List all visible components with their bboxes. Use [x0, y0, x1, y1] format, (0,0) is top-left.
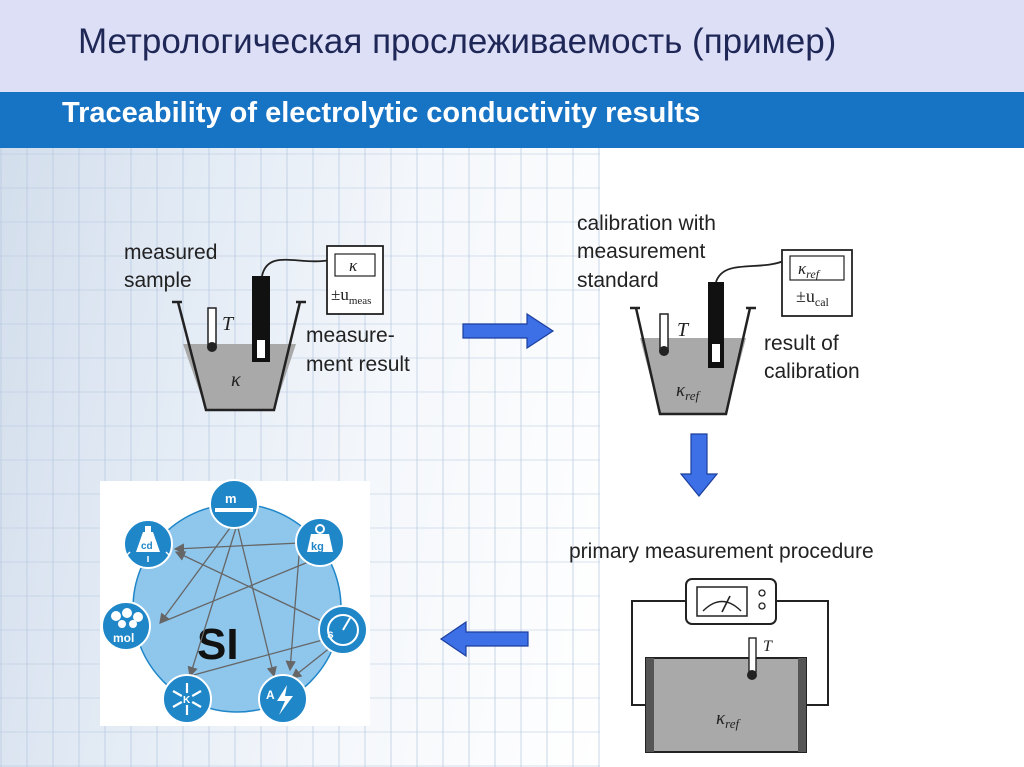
snowflake-icon: K: [162, 674, 212, 724]
temp-symbol-1: T: [222, 313, 235, 335]
current-icon: A: [258, 674, 308, 724]
meter-unc-sub-1: meas: [349, 295, 372, 307]
meter-2: κref ±ucal: [781, 249, 853, 317]
si-unit-label: cd: [141, 541, 153, 552]
probe-cable-1: [261, 258, 331, 277]
liquid-symbol-1: κ: [231, 369, 241, 391]
calres-label-line1: result of: [764, 332, 839, 355]
molecule-icon: mol: [101, 601, 151, 651]
cal-label-line2: measurement: [577, 240, 706, 263]
step2-group: calibration with measurement standard T …: [577, 212, 860, 416]
slide-title: Метрологическая прослеживаемость (пример…: [78, 22, 837, 61]
temp-symbol-2: T: [677, 319, 690, 341]
meter-1: κ ±umeas: [326, 245, 384, 315]
banner-title: Traceability of electrolytic conductivit…: [62, 97, 701, 129]
si-unit-label: mol: [113, 631, 134, 645]
title-bar: Метрологическая прослеживаемость (пример…: [0, 0, 1024, 92]
ammeter-device-icon: [685, 578, 777, 625]
probe-cable-2: [715, 259, 787, 283]
svg-text:±ucal: ±ucal: [796, 286, 830, 309]
thermometer-icon: [207, 307, 217, 352]
step1-group: measured sample T κ κ: [124, 241, 410, 412]
si-unit-label: s: [327, 627, 334, 641]
calres-label-line2: calibration: [764, 360, 860, 383]
cal-label-line1: calibration with: [577, 212, 716, 235]
si-unit-label: m: [225, 491, 237, 506]
thermometer-icon: [659, 313, 669, 356]
beaker-2: T κref: [630, 282, 756, 416]
banner: Traceability of electrolytic conductivit…: [0, 92, 1024, 148]
step3-group: primary measurement procedure T κref: [569, 540, 874, 753]
result-label-line1: measure-: [306, 324, 395, 347]
meter-symbol-1: κ: [349, 256, 358, 275]
arrow-left-icon: [439, 620, 529, 658]
thermometer-icon: [747, 637, 757, 680]
lamp-icon: cd: [123, 519, 173, 569]
traceability-diagram: measured sample T κ κ: [100, 212, 874, 753]
arrow-right-icon: [462, 312, 555, 350]
si-unit-label: K: [183, 695, 191, 706]
temp-symbol-3: T: [763, 638, 773, 655]
conductivity-cell: T κref: [645, 637, 807, 753]
meter-unc-2: ±u: [796, 286, 815, 306]
si-unit-label: kg: [311, 541, 324, 553]
primary-label: primary measurement procedure: [569, 540, 874, 563]
result-label-line2: ment result: [306, 353, 410, 376]
meter-symbol-2: κref: [798, 259, 821, 281]
svg-text:±umeas: ±umeas: [331, 285, 371, 307]
cell-symbol: κref: [716, 708, 741, 731]
si-diagram: SI m kg s: [100, 479, 370, 726]
clock-icon: s: [318, 605, 368, 655]
meter-unc-1: ±u: [331, 285, 349, 304]
si-relations: [159, 527, 337, 679]
sample-label-line1: measured: [124, 241, 217, 264]
cal-label-line3: standard: [577, 269, 659, 292]
conductivity-probe-icon: [252, 276, 270, 362]
meter-unc-sub-2: cal: [815, 295, 830, 309]
si-center-label: SI: [197, 620, 239, 669]
beaker-1: T κ: [172, 276, 306, 412]
conductivity-probe-icon: [708, 282, 724, 368]
arrow-down-icon: [679, 433, 719, 497]
si-unit-label: A: [266, 688, 275, 702]
liquid-symbol-2: κref: [676, 380, 701, 403]
mass-balance-icon: m: [209, 479, 259, 529]
weight-icon: kg: [295, 517, 345, 567]
sample-label-line2: sample: [124, 269, 192, 292]
